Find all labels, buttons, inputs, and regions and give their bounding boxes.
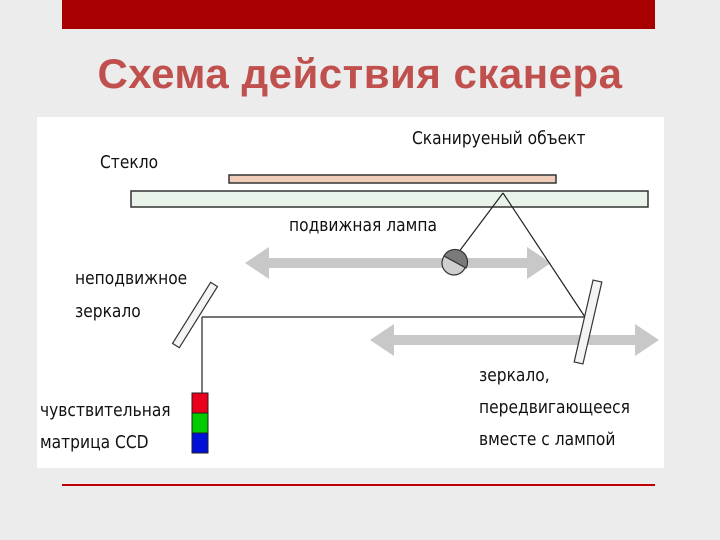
ccd-matrix xyxy=(191,392,209,454)
fixed-mirror-label-line1: неподвижное xyxy=(75,268,188,289)
ccd-red-cell xyxy=(191,392,209,414)
lamp-movement-arrow xyxy=(245,247,551,279)
scanner-diagram: Стекло Сканируеный объект подвижная ламп… xyxy=(37,117,664,468)
glass-label: Стекло xyxy=(100,152,159,173)
diagram-graphics xyxy=(130,174,659,454)
fixed-mirror xyxy=(171,281,219,349)
slide-title: Схема действия сканера xyxy=(97,50,623,97)
mirror-movement-arrow xyxy=(370,324,659,356)
ccd-label-line2: матрица CCD xyxy=(40,432,149,453)
scanned-object-label: Сканируеный объект xyxy=(412,128,586,149)
moving-mirror-label-line1: зеркало, xyxy=(479,365,550,386)
light-path xyxy=(201,192,586,393)
glass-plate xyxy=(130,190,649,208)
lamp xyxy=(441,248,469,276)
moving-mirror-label-line2: передвигающееся xyxy=(479,397,630,418)
moving-lamp-label: подвижная лампа xyxy=(289,215,437,236)
moving-mirror xyxy=(573,279,603,365)
ccd-green-cell xyxy=(191,412,209,434)
scanned-object xyxy=(228,174,557,184)
top-accent-bar xyxy=(62,0,655,29)
moving-mirror-label-line3: вместе с лампой xyxy=(479,429,616,450)
ccd-label-line1: чувствительная xyxy=(40,400,171,421)
bottom-divider xyxy=(62,484,655,486)
fixed-mirror-label-line2: зеркало xyxy=(75,301,141,322)
ccd-blue-cell xyxy=(191,432,209,454)
